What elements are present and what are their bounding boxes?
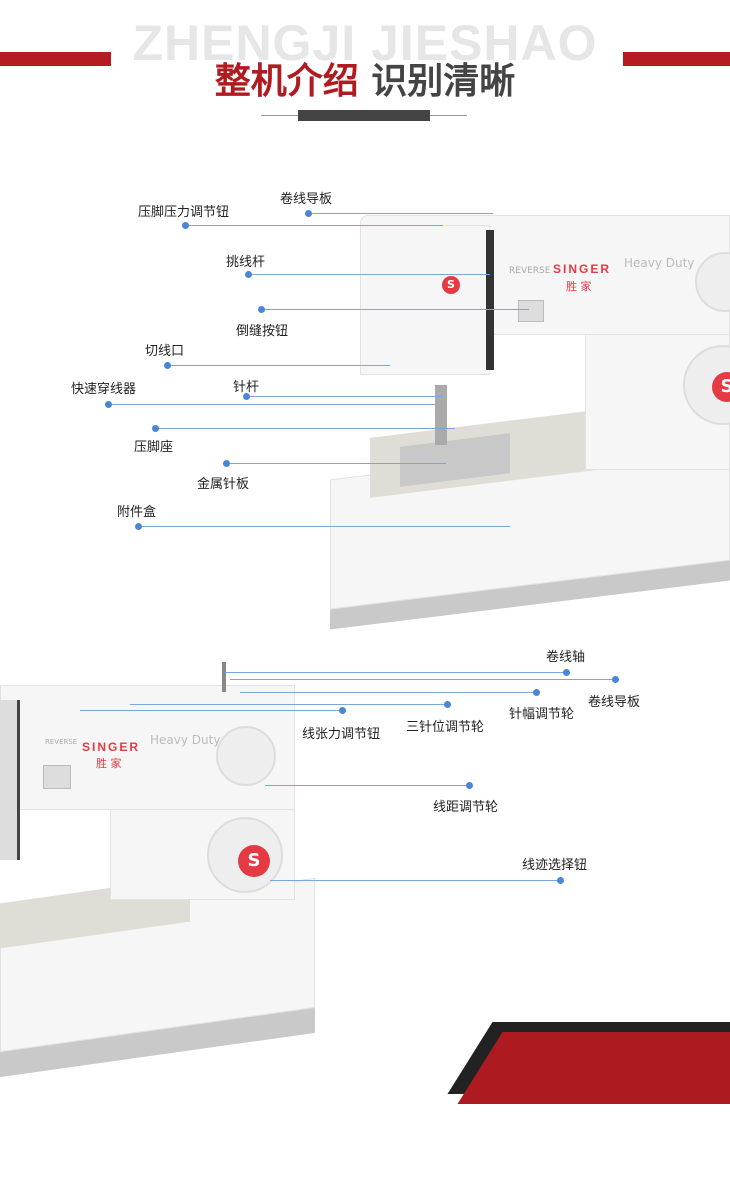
callout-stitch-width: 针幅调节轮 bbox=[509, 707, 575, 722]
brand-name: SINGER bbox=[82, 740, 141, 754]
callout-bobbin-guide: 卷线导板 bbox=[280, 192, 333, 207]
left-red-bar bbox=[0, 52, 111, 66]
callout-needle-position: 三针位调节轮 bbox=[406, 720, 485, 735]
callout-take-up-lever: 挑线杆 bbox=[226, 255, 266, 270]
callout-needle-threader: 快速穿线器 bbox=[71, 382, 137, 397]
title-dark: 识别清晰 bbox=[371, 61, 516, 102]
callout-spool-pin: 卷线轴 bbox=[546, 650, 586, 665]
brand-name: SINGER bbox=[553, 262, 612, 276]
callout-bobbin-guide-2: 卷线导板 bbox=[588, 695, 641, 710]
callout-needle-bar: 针杆 bbox=[233, 380, 260, 395]
callout-accessory-box: 附件盒 bbox=[117, 505, 157, 520]
callout-needle-plate: 金属针板 bbox=[197, 477, 250, 492]
model-name: Heavy Duty bbox=[624, 256, 695, 270]
callout-presser-foot: 压脚座 bbox=[134, 440, 174, 455]
watermark-text: ZHENGJI JIESHAO bbox=[132, 15, 598, 71]
title-red: 整机介绍 bbox=[214, 61, 359, 102]
callout-presser-pressure: 压脚压力调节钮 bbox=[138, 205, 230, 220]
brand-cn: 胜 家 bbox=[96, 757, 122, 770]
model-name: Heavy Duty bbox=[150, 733, 221, 747]
callout-thread-cutter: 切线口 bbox=[145, 344, 185, 359]
divider-block bbox=[298, 110, 430, 121]
stitch-length-knob bbox=[216, 726, 276, 786]
callout-reverse-button: 倒缝按钮 bbox=[236, 324, 289, 339]
reverse-label: REVERSE bbox=[45, 738, 78, 746]
spool-pin bbox=[222, 662, 226, 692]
callout-thread-tension: 线张力调节钮 bbox=[302, 727, 381, 742]
right-red-bar bbox=[623, 52, 730, 66]
reverse-label: REVERSE bbox=[509, 266, 551, 276]
callout-stitch-selector: 线迹选择钮 bbox=[522, 858, 588, 873]
brand-cn: 胜 家 bbox=[566, 280, 592, 293]
reverse-lever bbox=[518, 300, 544, 322]
banner-red bbox=[457, 1032, 730, 1104]
singer-logo-icon: S bbox=[442, 276, 460, 294]
callout-stitch-length: 线距调节轮 bbox=[433, 800, 499, 815]
page-title: 整机介绍 识别清晰 bbox=[0, 52, 730, 104]
